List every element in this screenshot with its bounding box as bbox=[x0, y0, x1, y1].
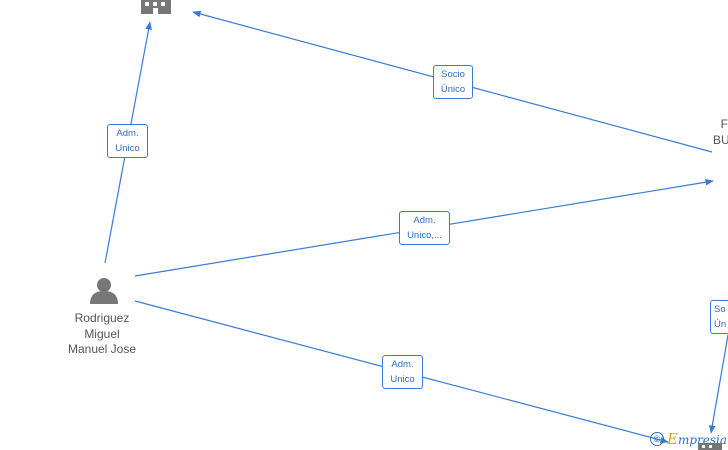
edge-label-adm-unico-ellipsis[interactable]: Adm. Unico,... bbox=[399, 211, 450, 245]
building-icon[interactable] bbox=[141, 0, 171, 14]
person-name-line: Manuel Jose bbox=[67, 342, 137, 356]
person-name[interactable]: Rodriguez Miguel Manuel Jose bbox=[54, 311, 150, 358]
edge-label-line: Unico bbox=[115, 143, 140, 154]
person-name-line: Rodriguez bbox=[74, 311, 130, 325]
watermark-text: Empresia bbox=[667, 430, 727, 448]
company-name-line: F bbox=[720, 117, 728, 131]
company-right-name[interactable]: F BU bbox=[713, 117, 728, 148]
edge-label-line: Adm. bbox=[413, 215, 436, 226]
copyright-icon: © bbox=[650, 432, 664, 446]
person-icon[interactable] bbox=[90, 278, 118, 304]
edge-label-line: So bbox=[714, 304, 726, 315]
edge-label-line: Adm. bbox=[116, 128, 139, 139]
edge-label-adm-unico-bottom[interactable]: Adm. Unico bbox=[382, 355, 423, 389]
edge-right-to-bottom[interactable] bbox=[708, 334, 728, 434]
building-icon[interactable] bbox=[698, 443, 722, 450]
edge-label-socio-unico[interactable]: Socio Único bbox=[433, 65, 473, 99]
edge-label-socio-unico-right[interactable]: So Ún bbox=[710, 300, 728, 334]
person-name-line: Miguel bbox=[84, 326, 120, 341]
edge-label-line: Ún bbox=[714, 319, 727, 330]
watermark-initial: E bbox=[667, 430, 678, 448]
company-name-line: BU bbox=[713, 132, 728, 147]
empresia-watermark: © Empresia bbox=[650, 430, 727, 448]
edge-label-line: Único bbox=[440, 84, 466, 95]
edge-label-adm-unico[interactable]: Adm. Unico bbox=[107, 124, 148, 158]
edge-label-line: Adm. bbox=[391, 359, 414, 370]
edge-label-line: Unico,... bbox=[407, 230, 442, 241]
edge-label-line: Socio bbox=[441, 69, 465, 80]
watermark-rest: mpresia bbox=[677, 433, 728, 447]
edge-label-line: Unico bbox=[390, 374, 415, 385]
